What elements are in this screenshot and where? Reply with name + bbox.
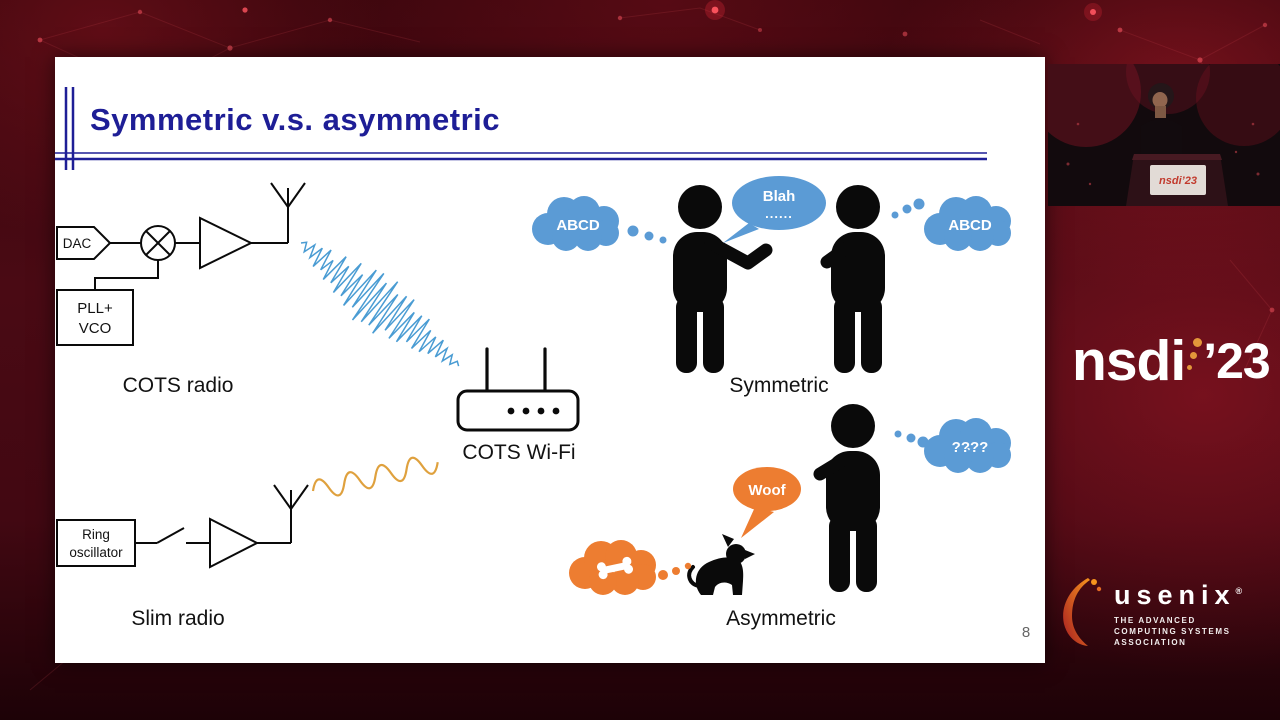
pll-label-line2: VCO — [79, 320, 112, 337]
ring-osc-label-line2: oscillator — [69, 545, 123, 560]
person-arm — [704, 236, 773, 270]
usenix-wordmark: usenix® — [1114, 576, 1242, 610]
pll-label-line1: PLL+ — [77, 300, 113, 317]
usenix-flame-icon — [1063, 578, 1102, 646]
dac-label: DAC — [63, 236, 92, 251]
thought-cloud-question-text: ???? — [952, 439, 989, 456]
slim-radio-caption: Slim radio — [131, 607, 224, 630]
asymmetric-scene: ???? Woof — [569, 404, 1011, 630]
slim-radio-circuit: Ring oscillator Slim radio — [56, 484, 309, 630]
speech-bubble-blah: Blah ...... — [723, 176, 826, 243]
usenix-tagline: THE ADVANCED COMPUTING SYSTEMS ASSOCIATI… — [1114, 615, 1242, 648]
amplifier-symbol — [209, 517, 260, 569]
speech-bubble-text-line1: Blah — [763, 188, 796, 205]
person-silhouette-speaker — [673, 185, 727, 373]
podium-sign-text: nsdi’23 — [1159, 175, 1197, 187]
presentation-slide: Symmetric v.s. asymmetric DAC — [55, 57, 1045, 663]
sine-signal-waveform — [311, 456, 439, 497]
speaker-video: nsdi’23 — [1048, 64, 1280, 206]
nsdi-logo-name: nsdi — [1072, 329, 1186, 393]
cots-radio-caption: COTS radio — [123, 374, 234, 397]
thought-cloud-left-text: ABCD — [556, 217, 599, 234]
nsdi-logo-year: ’23 — [1203, 333, 1271, 389]
podium: nsdi’23 — [1126, 154, 1228, 206]
asymmetric-caption: Asymmetric — [726, 607, 836, 630]
cots-wifi-caption: COTS Wi-Fi — [462, 441, 575, 464]
usenix-registered-mark: ® — [1235, 586, 1243, 596]
usenix-tagline-line1: THE ADVANCED — [1114, 616, 1196, 625]
page-title: Symmetric v.s. asymmetric — [90, 102, 500, 137]
usenix-wordmark-text: usenix — [1114, 580, 1236, 610]
cots-radio-circuit: DAC PLL+ VCO COTS radio — [56, 182, 306, 397]
thought-trail-person — [894, 430, 929, 448]
person-arm — [820, 240, 855, 269]
speech-bubble-text-line2: ...... — [765, 206, 793, 221]
dog-silhouette — [687, 534, 755, 595]
person-silhouette — [826, 404, 880, 592]
usenix-tagline-line3: ASSOCIATION — [1114, 638, 1187, 647]
page-number: 8 — [1022, 624, 1030, 641]
dac-symbol — [56, 226, 112, 260]
bone-icon — [596, 556, 634, 580]
speech-bubble-woof: Woof — [733, 467, 801, 538]
thought-trail-right — [891, 198, 925, 219]
usenix-logo: usenix® THE ADVANCED COMPUTING SYSTEMS A… — [1058, 576, 1242, 648]
person-arm — [813, 453, 850, 481]
wifi-router-icon — [456, 347, 580, 432]
person-silhouette-listener — [831, 185, 885, 373]
thought-cloud-right-text: ABCD — [948, 217, 991, 234]
switch-symbol — [135, 527, 210, 544]
antenna-icon — [270, 182, 306, 243]
thought-trail-dog — [658, 562, 692, 580]
antenna-icon — [273, 484, 309, 543]
amplifier-symbol — [199, 216, 254, 270]
noisy-signal-waveform — [300, 241, 460, 367]
podium-sign — [1150, 165, 1206, 195]
symmetric-scene: ABCD Blah ...... ABCD — [532, 176, 1011, 397]
symmetric-caption: Symmetric — [729, 374, 828, 397]
nsdi-logo-dots — [1186, 330, 1199, 378]
ring-osc-label-line1: Ring — [82, 527, 110, 542]
speech-bubble-woof-text: Woof — [748, 482, 786, 499]
nsdi23-logo: nsdi ’23 — [1072, 329, 1271, 393]
slide-title-block: Symmetric v.s. asymmetric — [55, 87, 987, 170]
usenix-tagline-line2: COMPUTING SYSTEMS — [1114, 627, 1231, 636]
thought-trail-left — [627, 225, 667, 244]
mixer-symbol — [140, 225, 176, 261]
